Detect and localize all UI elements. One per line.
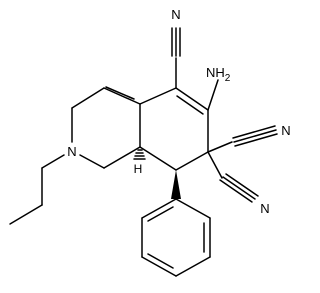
bond-c5-c6	[175, 87, 209, 111]
atom-label-cn-lower-n: N	[260, 201, 269, 216]
bond-c4a-c4	[103, 87, 141, 105]
molecule-diagram: N NH2 N N N H	[9, 7, 291, 277]
bond-c1-c8a	[103, 146, 141, 169]
phenyl-bond-6	[141, 198, 177, 219]
bond-n2-propyl1	[41, 154, 65, 169]
bond-c7-cn-right	[207, 141, 233, 153]
bond-c7-cn-lower	[207, 151, 223, 179]
triple-bond-right-a	[232, 125, 276, 139]
triple-bond-lower-a	[219, 179, 253, 203]
phenyl-bond-4	[141, 256, 177, 277]
amino-nh: NH	[206, 65, 225, 80]
bond-c4a-c5	[139, 87, 177, 105]
wedge-c8-phenyl	[171, 170, 181, 199]
bond-n2-c1	[79, 154, 105, 169]
bond-c5-c6-double	[176, 95, 204, 115]
triple-bond-right-c	[234, 133, 278, 147]
atom-label-ring-n: N	[67, 144, 76, 159]
hashed-wedge-c8a-h	[133, 149, 146, 160]
amino-subscript: 2	[225, 73, 231, 84]
bond-c4-c3	[71, 87, 105, 109]
bond-c7-c8	[175, 151, 209, 171]
phenyl-double-3	[147, 206, 174, 222]
triple-bond-lower-c	[225, 173, 259, 197]
bond-c4a-c4-double	[105, 86, 135, 100]
bond-c8-c8a	[139, 146, 177, 171]
phenyl-bond-1	[175, 198, 211, 219]
atom-label-cn-right-n: N	[281, 123, 290, 138]
bond-c6-nh2	[207, 79, 219, 111]
triple-bond-right-b	[233, 129, 277, 143]
atom-label-amino: NH2	[206, 65, 231, 84]
structure-svg: N NH2 N N N H	[9, 7, 291, 277]
atom-label-stereo-h: H	[134, 162, 143, 176]
atom-label-cn-top-n: N	[171, 7, 180, 22]
triple-bond-lower-b	[222, 176, 256, 200]
bond-propyl2-propyl3	[9, 204, 43, 225]
phenyl-double-2	[147, 253, 174, 269]
phenyl-bond-3	[175, 256, 211, 277]
